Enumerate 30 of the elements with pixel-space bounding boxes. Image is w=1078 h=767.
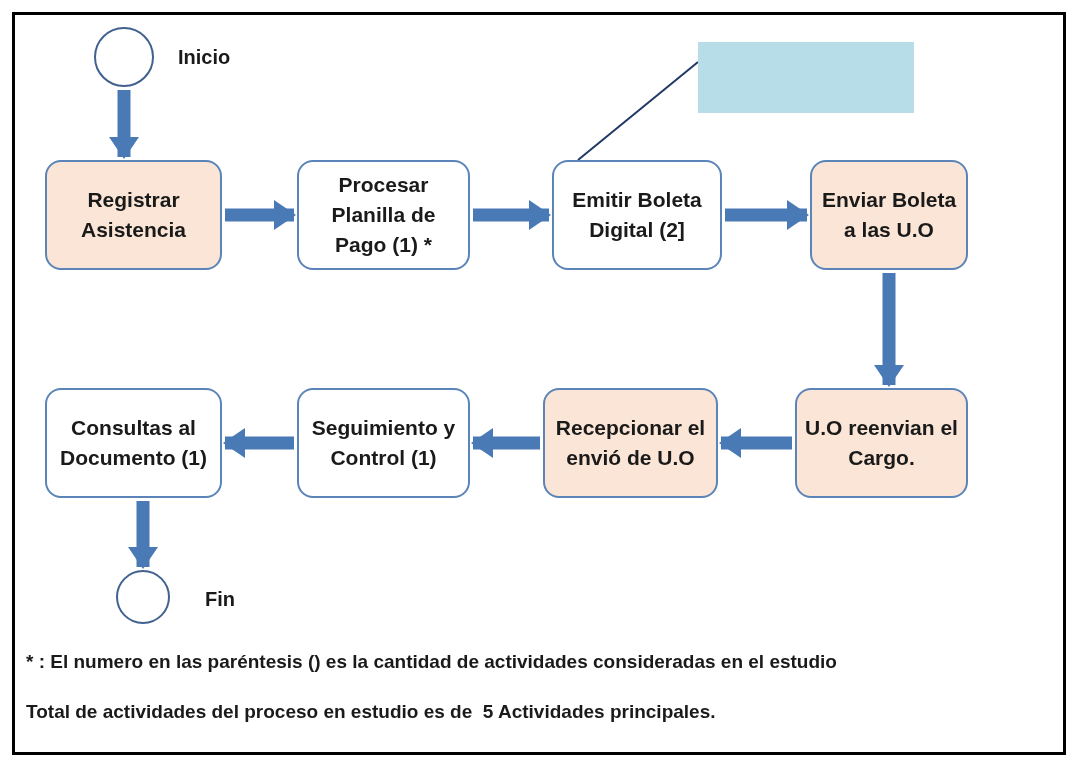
block-arrow — [473, 200, 551, 230]
block-arrow — [225, 200, 296, 230]
node-caption: Fin — [205, 587, 235, 612]
leader-line — [577, 61, 699, 161]
process-box — [552, 160, 722, 270]
box-text: Emitir Boleta Digital (2] — [571, 187, 703, 243]
block-arrow — [725, 200, 809, 230]
block-arrow — [471, 428, 540, 458]
process-box — [45, 160, 222, 270]
process-box — [297, 388, 470, 498]
box-text: Seguimiento y Control (1) — [310, 415, 457, 471]
block-arrow — [719, 428, 792, 458]
process-box — [795, 388, 968, 498]
box-text: Recepcionar el envió de U.O — [554, 415, 707, 471]
footnote-text: * : El numero en las paréntesis () es la cantidad de actividades consideradas en el estudio — [26, 650, 837, 674]
process-box — [810, 160, 968, 270]
label-box — [698, 42, 914, 113]
block-arrow — [223, 428, 294, 458]
block-arrow — [874, 273, 904, 387]
box-text: Enviar Boleta a las U.O — [820, 187, 958, 243]
process-box — [543, 388, 718, 498]
box-text: Registrar Asistencia — [79, 187, 188, 243]
box-text: U.O reenvian el Cargo. — [805, 415, 958, 471]
process-box — [297, 160, 470, 270]
box-text: Procesar Planilla de Pago (1) * — [330, 172, 437, 258]
box-text: Consultas al Documento (1) — [59, 415, 208, 471]
footnote-text: Total de actividades del proceso en estudio es de 5 Actividades principales. — [26, 700, 716, 724]
node-caption: Inicio — [178, 45, 231, 70]
block-arrow — [109, 90, 139, 159]
process-box — [45, 388, 222, 498]
